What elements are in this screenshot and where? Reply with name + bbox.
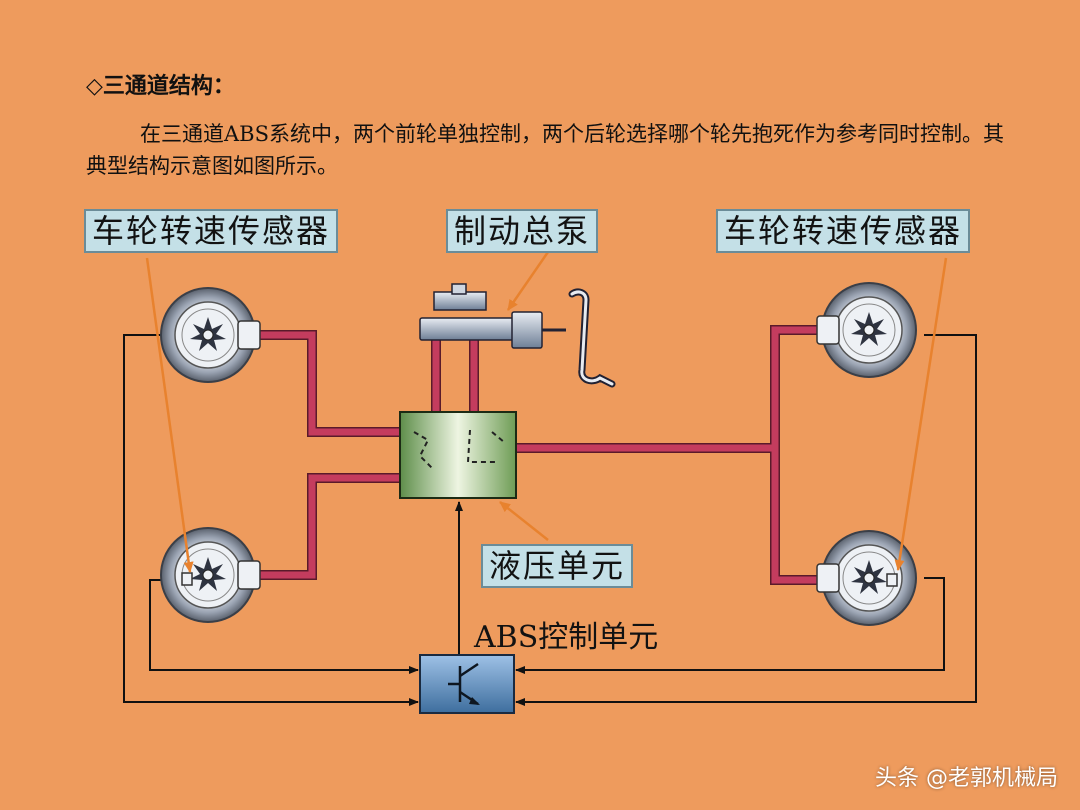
hydraulic-unit <box>399 411 517 499</box>
description-text: 在三通道ABS系统中，两个前轮单独控制，两个后轮选择哪个轮先抱死作为参考同时控制… <box>86 122 1004 178</box>
wheel-front-left <box>160 287 261 383</box>
wheel-rear-left <box>160 527 261 623</box>
wheel-front-right <box>816 282 917 378</box>
pointer-arrows <box>145 251 948 573</box>
label-hydraulic-unit: 液压单元 <box>481 544 634 588</box>
description-paragraph: 在三通道ABS系统中，两个前轮单独控制，两个后轮选择哪个轮先抱死作为参考同时控制… <box>86 118 1006 182</box>
label-wheel-speed-sensor-left: 车轮转速传感器 <box>84 209 339 253</box>
watermark: 头条 @老郭机械局 <box>875 766 1058 791</box>
label-master-cylinder: 制动总泵 <box>446 209 599 253</box>
wheel-rear-right <box>816 530 917 626</box>
abs-control-unit <box>419 654 515 714</box>
label-wheel-speed-sensor-right: 车轮转速传感器 <box>716 209 971 253</box>
brake-lines <box>248 322 829 585</box>
master-cylinder <box>419 283 566 349</box>
label-abs-control-unit: ABS控制单元 <box>474 620 659 655</box>
section-heading: ◇三通道结构： <box>86 74 235 99</box>
brake-pedal <box>568 288 616 388</box>
signal-wires <box>123 334 977 706</box>
